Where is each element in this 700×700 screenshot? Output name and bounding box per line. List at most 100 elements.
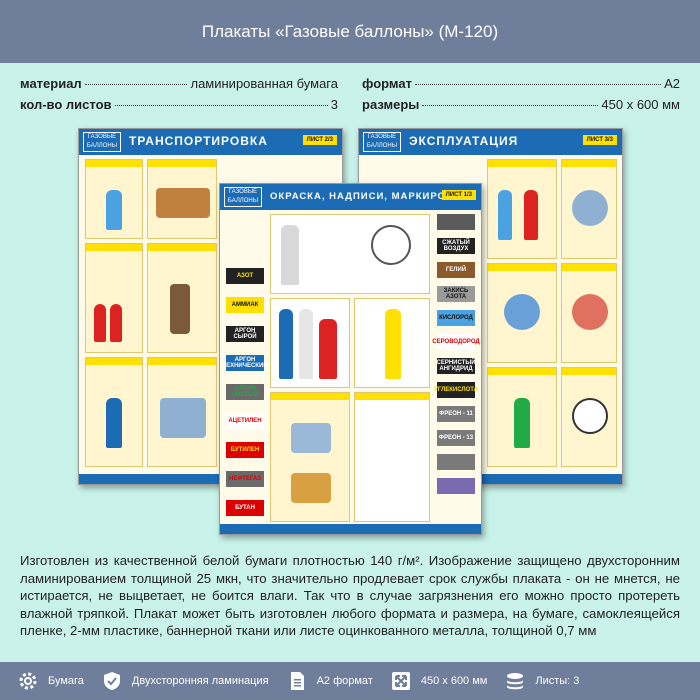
illustration-panel (270, 298, 350, 388)
truck-illustration (156, 188, 210, 218)
valve-illustration (291, 473, 331, 503)
spec-value: 450 х 600 мм (601, 97, 680, 112)
illustration-panel (85, 159, 143, 239)
regulator-illustration (572, 294, 608, 330)
cylinder-illustration (385, 309, 401, 379)
gas-color-label: СЖАТЫЙ ВОЗДУХ (437, 238, 475, 254)
gas-color-label: ЗАКИСЬ АЗОТА (437, 286, 475, 302)
illustration-panel (354, 298, 430, 388)
dotted-leader (422, 105, 599, 106)
illustration-panel (147, 243, 217, 353)
dotted-leader (114, 105, 328, 106)
dotted-leader (84, 84, 188, 85)
poster-header: ГАЗОВЫЕ БАЛЛОНЫ ЭКСПЛУАТАЦИЯ ЛИСТ 3/3 (359, 129, 622, 155)
gas-color-label (437, 478, 475, 494)
gas-color-label (437, 454, 475, 470)
illustration-panel (147, 357, 217, 467)
illustration-panel (487, 159, 557, 259)
manometer-illustration (572, 398, 608, 434)
illustration-panel (354, 392, 430, 522)
illustration-panel (85, 243, 143, 353)
gas-color-label: КИСЛОРОД (437, 310, 475, 326)
illustration-panel (561, 159, 617, 259)
illustration-panel (487, 367, 557, 467)
feature-format: А2 формат (269, 662, 373, 700)
gas-color-label: АРГОН ЧИСТЫЙ (226, 384, 264, 400)
shield-check-icon (102, 671, 122, 691)
illustration-panel (561, 263, 617, 363)
regulator-illustration (504, 294, 540, 330)
feature-size: 450 х 600 мм (373, 662, 488, 700)
feature-bar: Бумага Двухсторонняя ламинация А2 формат… (0, 662, 700, 700)
valve-illustration (291, 423, 331, 453)
feature-paper: Бумага (0, 662, 84, 700)
gas-color-label: АММИАК (226, 297, 264, 313)
poster-title: ТРАНСПОРТИРОВКА (129, 134, 268, 148)
spec-key: кол-во листов (20, 97, 112, 112)
gas-color-label: БУТАН (226, 500, 264, 516)
spec-row-format: формат А2 (362, 76, 680, 97)
cylinder-illustration (106, 398, 122, 448)
poster-footer-bar (359, 474, 622, 484)
gas-color-label: СЕРНИСТЫЙ АНГИДРИД (436, 358, 476, 374)
illustration-panel (270, 214, 430, 294)
illustration-panel (487, 263, 557, 363)
feature-label: Листы: 3 (535, 675, 580, 687)
gas-color-label: БУТИЛЕН (226, 442, 264, 458)
spec-row-material: материал ламинированная бумага (20, 76, 338, 97)
cylinder-illustration (279, 309, 293, 379)
spec-row-sheet-count: кол-во листов 3 (20, 97, 338, 118)
cylinder-illustration (514, 398, 530, 448)
gas-color-label: ФРЕОН - 11 (437, 406, 475, 422)
gear-icon (18, 671, 38, 691)
gas-color-label: УГЛЕКИСЛОТА (434, 382, 478, 398)
spec-key: формат (362, 76, 412, 91)
page-title: Плакаты «Газовые баллоны» (М-120) (201, 21, 499, 41)
product-description: Изготовлен из качественной белой бумаги … (20, 553, 680, 638)
feature-label: Двухсторонняя ламинация (131, 675, 269, 687)
spec-value: ламинированная бумага (190, 76, 338, 91)
spec-value: 3 (330, 97, 338, 112)
poster-sheet-number: ЛИСТ 1/3 (441, 190, 476, 200)
poster-logo: ГАЗОВЫЕ БАЛЛОНЫ (83, 132, 121, 152)
cylinder-illustration (106, 190, 122, 230)
poster-header: ГАЗОВЫЕ БАЛЛОНЫ ОКРАСКА, НАДПИСИ, МАРКИР… (220, 184, 481, 210)
cylinder-illustration (110, 304, 122, 342)
poster-logo: ГАЗОВЫЕ БАЛЛОНЫ (363, 132, 401, 152)
feature-lamination: Двухсторонняя ламинация (84, 662, 269, 700)
feature-sheets: Листы: 3 (487, 662, 579, 700)
gas-color-label: ГЕЛИЙ (437, 262, 475, 278)
spec-column-right: формат А2 размеры 450 х 600 мм (362, 76, 680, 118)
expand-arrows-icon (391, 671, 411, 691)
gas-color-label: НЕФТЕГАЗ (226, 471, 264, 487)
illustration-panel (561, 367, 617, 467)
poster-sheet-number: ЛИСТ 3/3 (582, 135, 617, 145)
poster-footer-bar (79, 474, 342, 484)
page-header: Плакаты «Газовые баллоны» (М-120) (0, 0, 700, 63)
poster-coloring-marking[interactable]: ГАЗОВЫЕ БАЛЛОНЫ ОКРАСКА, НАДПИСИ, МАРКИР… (219, 183, 482, 535)
cylinder-illustration (94, 304, 106, 342)
dotted-leader (414, 84, 662, 85)
illustration-panel (147, 159, 217, 239)
gas-color-label: СЕРОВОДОРОД (432, 334, 480, 350)
cylinder-illustration (299, 309, 313, 379)
poster-title: ОКРАСКА, НАДПИСИ, МАРКИРОВКА (270, 191, 469, 202)
gas-color-label: АЗОТ (226, 268, 264, 284)
gas-color-label: АРГОН ТЕХНИЧЕСКИЙ (222, 355, 268, 371)
cylinder-illustration (498, 190, 512, 240)
poster-sheet-number: ЛИСТ 2/3 (302, 135, 337, 145)
gas-color-label (437, 214, 475, 230)
cylinder-illustration (319, 319, 337, 379)
feature-label: 450 х 600 мм (420, 675, 488, 687)
stack-layers-icon (505, 671, 525, 691)
stamp-diagram (371, 225, 411, 265)
poster-title: ЭКСПЛУАТАЦИЯ (409, 134, 519, 148)
poster-footer-bar (220, 524, 481, 534)
feature-label: Бумага (48, 675, 84, 687)
poster-logo: ГАЗОВЫЕ БАЛЛОНЫ (224, 187, 262, 207)
gas-color-label: ФРЕОН - 13 (437, 430, 475, 446)
poster-header: ГАЗОВЫЕ БАЛЛОНЫ ТРАНСПОРТИРОВКА ЛИСТ 2/3 (79, 129, 342, 155)
cart-illustration (160, 398, 206, 438)
document-icon (287, 671, 307, 691)
spec-key: материал (20, 76, 82, 91)
